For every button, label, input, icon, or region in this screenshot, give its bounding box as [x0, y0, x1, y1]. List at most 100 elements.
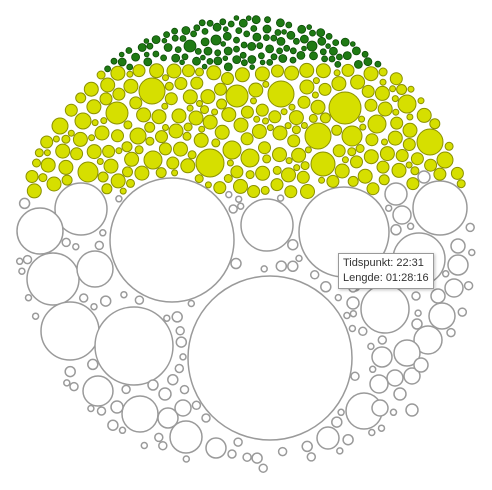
remaining-bubble[interactable] — [158, 440, 168, 451]
current-bubble[interactable] — [266, 124, 274, 132]
remaining-bubble[interactable] — [234, 195, 243, 203]
current-bubble[interactable] — [112, 87, 126, 101]
played-bubble[interactable] — [146, 42, 154, 50]
played-bubble[interactable] — [328, 46, 338, 56]
current-bubble[interactable] — [304, 122, 332, 150]
current-bubble[interactable] — [164, 81, 174, 91]
remaining-bubble[interactable] — [94, 240, 105, 251]
current-bubble[interactable] — [300, 161, 310, 171]
remaining-bubble[interactable] — [393, 387, 407, 401]
current-bubble[interactable] — [138, 77, 166, 105]
current-bubble[interactable] — [196, 100, 203, 107]
remaining-bubble[interactable] — [463, 280, 474, 291]
remaining-bubble[interactable] — [99, 229, 107, 237]
played-bubble[interactable] — [306, 24, 313, 30]
current-bubble[interactable] — [395, 149, 409, 162]
remaining-bubble[interactable] — [18, 197, 31, 210]
current-bubble[interactable] — [272, 147, 287, 163]
remaining-bubble[interactable] — [405, 403, 419, 417]
current-bubble[interactable] — [318, 176, 326, 184]
current-bubble[interactable] — [100, 117, 108, 125]
remaining-bubble[interactable] — [358, 326, 368, 337]
played-bubble[interactable] — [353, 60, 363, 69]
current-bubble[interactable] — [97, 171, 109, 183]
current-bubble[interactable] — [267, 80, 295, 108]
current-bubble[interactable] — [405, 161, 413, 169]
played-bubble[interactable] — [325, 33, 333, 40]
remaining-bubble[interactable] — [134, 295, 145, 305]
remaining-bubble[interactable] — [121, 395, 159, 433]
remaining-bubble[interactable] — [115, 195, 123, 203]
current-bubble[interactable] — [96, 70, 106, 80]
current-bubble[interactable] — [111, 129, 124, 143]
remaining-bubble[interactable] — [31, 312, 40, 320]
current-bubble[interactable] — [310, 99, 326, 115]
current-bubble[interactable] — [255, 165, 271, 181]
current-bubble[interactable] — [226, 159, 234, 167]
remaining-bubble[interactable] — [16, 207, 64, 255]
played-bubble[interactable] — [265, 44, 275, 54]
current-bubble[interactable] — [288, 110, 304, 126]
current-bubble[interactable] — [216, 98, 228, 110]
current-bubble[interactable] — [46, 176, 62, 192]
current-bubble[interactable] — [74, 112, 92, 130]
current-bubble[interactable] — [328, 91, 362, 125]
played-bubble[interactable] — [309, 29, 316, 37]
played-bubble[interactable] — [281, 29, 287, 35]
current-bubble[interactable] — [206, 65, 222, 81]
played-bubble[interactable] — [118, 51, 125, 58]
current-bubble[interactable] — [389, 72, 403, 86]
current-bubble[interactable] — [58, 159, 74, 175]
played-bubble[interactable] — [233, 36, 240, 44]
played-bubble[interactable] — [270, 53, 278, 61]
current-bubble[interactable] — [213, 181, 227, 195]
remaining-bubble[interactable] — [277, 446, 288, 457]
remaining-bubble[interactable] — [69, 381, 79, 392]
played-bubble[interactable] — [143, 57, 153, 67]
remaining-bubble[interactable] — [450, 238, 466, 254]
current-bubble[interactable] — [91, 119, 99, 127]
current-bubble[interactable] — [378, 174, 390, 186]
played-bubble[interactable] — [321, 55, 329, 63]
current-bubble[interactable] — [416, 107, 432, 123]
current-bubble[interactable] — [350, 74, 366, 90]
remaining-bubble[interactable] — [368, 365, 377, 374]
current-bubble[interactable] — [258, 141, 271, 155]
current-bubble[interactable] — [234, 67, 250, 83]
current-bubble[interactable] — [123, 120, 133, 130]
remaining-bubble[interactable] — [78, 293, 89, 303]
played-bubble[interactable] — [201, 63, 208, 70]
remaining-bubble[interactable] — [441, 270, 450, 278]
played-bubble[interactable] — [203, 46, 213, 56]
current-bubble[interactable] — [67, 129, 75, 137]
played-bubble[interactable] — [252, 32, 262, 42]
played-bubble[interactable] — [125, 47, 133, 54]
current-bubble[interactable] — [341, 156, 349, 164]
played-bubble[interactable] — [143, 38, 150, 44]
current-bubble[interactable] — [122, 166, 133, 178]
current-bubble[interactable] — [88, 134, 96, 142]
played-bubble[interactable] — [192, 56, 201, 66]
remaining-bubble[interactable] — [367, 342, 375, 351]
played-bubble[interactable] — [285, 21, 293, 29]
current-bubble[interactable] — [34, 148, 44, 158]
remaining-bubble[interactable] — [174, 399, 192, 417]
current-bubble[interactable] — [315, 63, 331, 79]
current-bubble[interactable] — [162, 74, 169, 82]
current-bubble[interactable] — [25, 170, 39, 183]
current-bubble[interactable] — [99, 92, 113, 106]
current-bubble[interactable] — [410, 152, 424, 166]
played-bubble[interactable] — [334, 61, 342, 68]
current-bubble[interactable] — [363, 149, 379, 165]
current-bubble[interactable] — [424, 158, 438, 172]
current-bubble[interactable] — [26, 183, 42, 199]
current-bubble[interactable] — [379, 146, 395, 162]
played-bubble[interactable] — [243, 30, 251, 38]
remaining-bubble[interactable] — [331, 416, 343, 428]
played-bubble[interactable] — [276, 47, 284, 55]
current-bubble[interactable] — [102, 144, 116, 158]
remaining-bubble[interactable] — [446, 327, 456, 338]
remaining-bubble[interactable] — [368, 428, 376, 437]
current-bubble[interactable] — [291, 125, 301, 135]
current-bubble[interactable] — [129, 127, 147, 145]
